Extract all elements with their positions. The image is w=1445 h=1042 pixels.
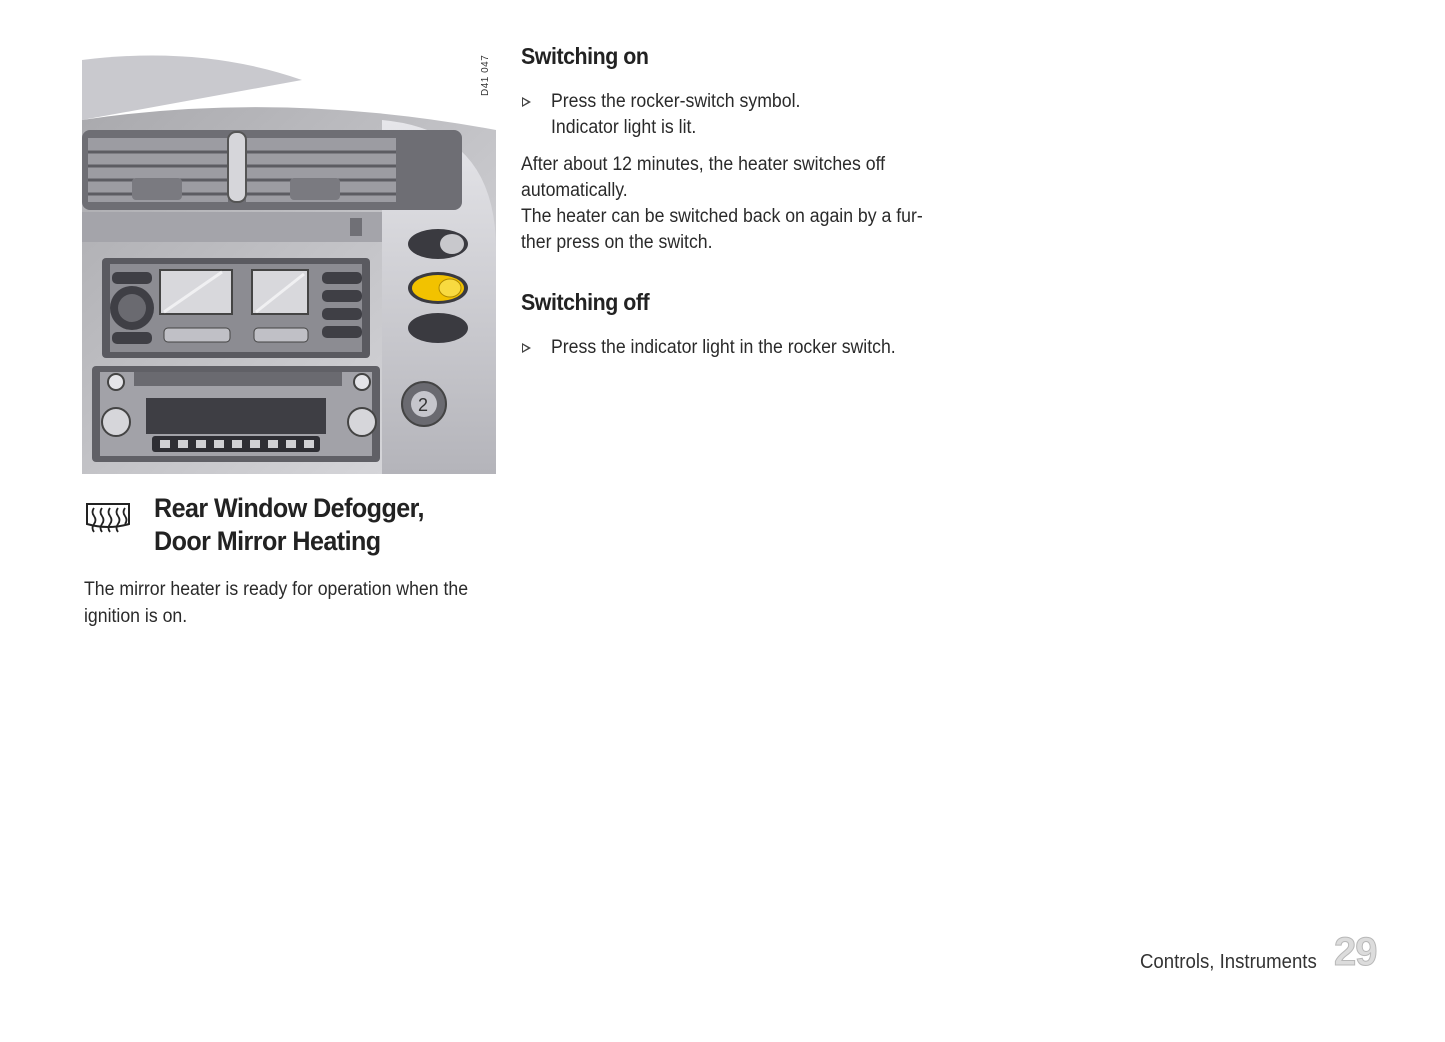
title-line-1: Rear Window Defogger, [154,493,424,523]
step-line-1: Press the rocker-switch symbol. [551,91,801,112]
switching-off-step-line: Press the indicator light in the rocker … [551,337,896,358]
switching-off-step: Press the indicator light in the rocker … [521,335,951,361]
para1-line-1: After about 12 minutes, the heater switc… [521,154,886,175]
auto-off-paragraph: After about 12 minutes, the heater switc… [521,152,951,256]
title-line-2: Door Mirror Heating [154,526,381,556]
para2-line-2: ther press on the switch. [521,232,713,253]
switching-on-heading: Switching on [521,43,649,69]
step-line-2: Indicator light is lit. [551,117,697,138]
figure-code: D41 047 [480,54,491,96]
switching-on-step: Press the rocker-switch symbol. Indicato… [521,89,951,141]
intro-line-1: The mirror heater is ready for operation… [84,579,469,600]
instructions-column: Switching on Press the rocker-switch sym… [521,40,951,361]
intro-line-2: ignition is on. [84,606,188,627]
center-console-illustration: 2 [82,50,496,474]
para2-line-1: The heater can be switched back on again… [521,206,923,227]
bullet-triangle-icon [522,343,531,353]
para1-line-2: automatically. [521,180,628,201]
svg-text:2: 2 [418,395,428,415]
rear-window-defogger-icon [86,503,130,533]
console-drawing: 2 [82,50,496,474]
switching-off-heading: Switching off [521,289,650,315]
page-number: 29 [1334,930,1378,975]
bullet-triangle-icon [522,97,531,107]
footer-section-label: Controls, Instruments [1140,951,1317,973]
intro-paragraph: The mirror heater is ready for operation… [84,576,475,630]
page-title: Rear Window Defogger, Door Mirror Heatin… [154,492,470,558]
